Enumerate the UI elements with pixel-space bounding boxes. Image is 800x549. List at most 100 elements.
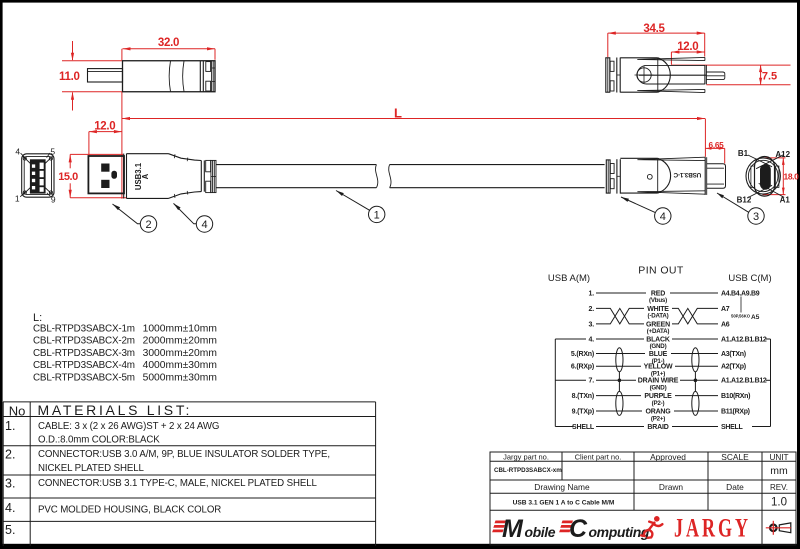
svg-text:11.0: 11.0 (59, 71, 80, 83)
svg-text:M: M (502, 515, 524, 543)
svg-text:2.: 2. (5, 448, 15, 462)
svg-text:A3(TXn): A3(TXn) (721, 351, 746, 358)
svg-text:USB 3.1 GEN 1 A to C Cable M/M: USB 3.1 GEN 1 A to C Cable M/M (513, 499, 615, 506)
svg-text:5.: 5. (5, 523, 15, 537)
svg-text:CONNECTOR:USB 3.1 TYPE-C, MALE: CONNECTOR:USB 3.1 TYPE-C, MALE, NICKEL P… (38, 478, 318, 489)
svg-text:Jargy part no.: Jargy part no. (503, 453, 549, 462)
svg-text:NICKEL PLATED SHELL: NICKEL PLATED SHELL (38, 463, 144, 474)
svg-text:CBL-RTPD3SABCX-3m: CBL-RTPD3SABCX-3m (33, 348, 135, 359)
svg-text:34.5: 34.5 (643, 23, 665, 35)
svg-text:(P1+): (P1+) (651, 371, 665, 378)
svg-text:UNIT: UNIT (769, 453, 788, 462)
svg-text:6.65: 6.65 (709, 140, 725, 150)
svg-text:CBL-RTPD3SABCX-5m: CBL-RTPD3SABCX-5m (33, 372, 135, 383)
svg-text:1: 1 (15, 194, 20, 204)
svg-text:RED: RED (651, 290, 665, 297)
svg-text:(+DATA): (+DATA) (647, 328, 670, 335)
svg-text:(GND): (GND) (650, 385, 667, 392)
svg-text:12.0: 12.0 (94, 120, 115, 132)
svg-text:A2(TXp): A2(TXp) (721, 364, 746, 371)
svg-text:2: 2 (145, 219, 151, 231)
svg-text:A6: A6 (721, 321, 730, 328)
svg-text:mm: mm (770, 465, 788, 477)
svg-text:18.0: 18.0 (784, 171, 800, 181)
svg-text:REV.: REV. (770, 483, 788, 492)
svg-text:2.: 2. (589, 306, 595, 313)
svg-text:SHELL: SHELL (572, 424, 595, 431)
svg-text:4000mm±30mm: 4000mm±30mm (143, 360, 217, 371)
svg-text:CABLE: 3 x (2 x 26 AWG)ST + 2: CABLE: 3 x (2 x 26 AWG)ST + 2 x 24 AWG (38, 421, 219, 432)
svg-text:A: A (141, 173, 150, 179)
svg-text:7.5: 7.5 (762, 71, 777, 83)
svg-text:4: 4 (660, 211, 666, 223)
svg-text:3000mm±20mm: 3000mm±20mm (143, 348, 217, 359)
svg-text:A1.A12.B1.B12: A1.A12.B1.B12 (721, 378, 767, 385)
svg-text:USB3.1: USB3.1 (134, 162, 143, 190)
svg-text:SHELL: SHELL (721, 424, 743, 431)
svg-text:O.D.:8.0mm COLOR:BLACK: O.D.:8.0mm COLOR:BLACK (38, 435, 160, 446)
svg-text:A5: A5 (751, 314, 760, 321)
svg-text:9: 9 (51, 194, 56, 204)
svg-text:ORANG: ORANG (645, 408, 671, 415)
svg-text:A12: A12 (775, 150, 790, 159)
svg-text:Client part no.: Client part no. (575, 453, 622, 462)
svg-text:1.: 1. (589, 290, 595, 297)
svg-text:B11(RXp): B11(RXp) (721, 408, 750, 415)
svg-text:A1.A12.B1.B12: A1.A12.B1.B12 (721, 336, 767, 343)
svg-text:3.: 3. (589, 321, 595, 328)
svg-text:32.0: 32.0 (158, 37, 179, 49)
svg-text:PIN OUT: PIN OUT (638, 264, 684, 276)
svg-text:USB3.1-C: USB3.1-C (673, 171, 701, 178)
svg-text:4.: 4. (5, 501, 15, 515)
svg-text:PURPLE: PURPLE (644, 393, 672, 400)
svg-text:6.(RXp): 6.(RXp) (571, 364, 594, 371)
svg-text:4: 4 (201, 219, 207, 231)
svg-text:3: 3 (753, 211, 759, 223)
svg-text:(GND): (GND) (650, 343, 667, 350)
svg-text:(-DATA): (-DATA) (647, 313, 668, 320)
svg-text:Approved: Approved (650, 452, 686, 462)
svg-text:CBL-RTPD3SABCX-2m: CBL-RTPD3SABCX-2m (33, 336, 135, 347)
svg-text:B12: B12 (737, 195, 752, 204)
svg-text:A4.B4.A9.B9: A4.B4.A9.B9 (721, 290, 760, 297)
svg-text:Date: Date (726, 482, 744, 492)
svg-text:5000mm±30mm: 5000mm±30mm (143, 372, 217, 383)
svg-text:9.(TXp): 9.(TXp) (572, 408, 594, 415)
svg-text:(P1-): (P1-) (652, 358, 665, 365)
svg-text:SCALE: SCALE (721, 452, 749, 462)
svg-text:15.0: 15.0 (58, 171, 78, 183)
svg-text:1.: 1. (5, 419, 15, 433)
svg-text:B10(RXn): B10(RXn) (721, 393, 750, 400)
svg-text:1: 1 (374, 209, 380, 221)
svg-text:A1: A1 (780, 195, 791, 204)
svg-text:1000mm±10mm: 1000mm±10mm (143, 324, 217, 335)
svg-text:GREEN: GREEN (646, 321, 670, 328)
svg-text:2000mm±20mm: 2000mm±20mm (143, 336, 217, 347)
svg-text:5: 5 (50, 146, 55, 156)
svg-text:BRAID: BRAID (647, 424, 668, 431)
svg-text:L:: L: (33, 312, 42, 324)
svg-text:B1: B1 (738, 149, 749, 158)
svg-text:PVC MOLDED HOUSING, BLACK COLO: PVC MOLDED HOUSING, BLACK COLOR (38, 504, 221, 515)
svg-text:CBL-RTPD3SABCX-xm: CBL-RTPD3SABCX-xm (494, 467, 562, 474)
svg-text:USB C(M): USB C(M) (728, 273, 771, 284)
svg-text:JARGY: JARGY (674, 513, 751, 542)
svg-text:12.0: 12.0 (677, 41, 698, 53)
svg-text:C: C (569, 515, 588, 543)
svg-text:obile: obile (525, 524, 556, 540)
svg-text:No: No (9, 403, 26, 418)
svg-text:omputing: omputing (589, 524, 650, 540)
svg-text:L: L (394, 106, 402, 121)
svg-text:CONNECTOR:USB 3.0 A/M, 9P, BLU: CONNECTOR:USB 3.0 A/M, 9P, BLUE INSULATO… (38, 449, 330, 460)
svg-text:3.: 3. (5, 476, 15, 490)
svg-text:4.: 4. (589, 336, 595, 343)
svg-text:MATERIALS LIST:: MATERIALS LIST: (38, 402, 193, 418)
svg-text:Drawing Name: Drawing Name (534, 482, 590, 492)
svg-text:DRAIN WIRE: DRAIN WIRE (638, 378, 679, 385)
svg-text:YELLOW: YELLOW (644, 364, 673, 371)
svg-text:BLACK: BLACK (646, 336, 670, 343)
svg-text:Drawn: Drawn (659, 482, 684, 492)
svg-text:8.(TXn): 8.(TXn) (572, 393, 594, 400)
svg-text:WHITE: WHITE (647, 306, 669, 313)
svg-text:USB A(M): USB A(M) (548, 273, 590, 284)
